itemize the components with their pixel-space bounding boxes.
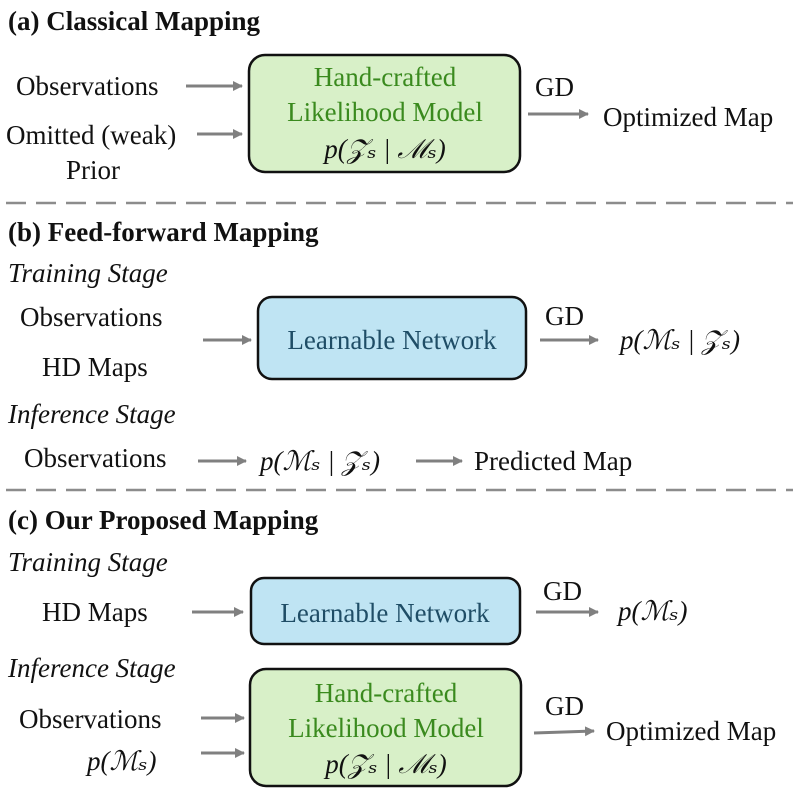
section-a-box-formula: p(𝒵ₛ | ℳₛ)	[322, 134, 445, 164]
section-a-observations: Observations	[16, 71, 158, 101]
section-c-box-line1: Hand-crafted	[315, 678, 458, 708]
section-a-likelihood-box	[247, 53, 522, 174]
section-a-prior-line2: Prior	[66, 155, 120, 185]
section-b-network-box	[256, 295, 528, 381]
section-c-box-label: Learnable Network	[280, 598, 490, 628]
section-c-likelihood-box	[248, 667, 523, 788]
section-c-hdmaps: HD Maps	[42, 597, 148, 627]
section-c-inf-output: Optimized Map	[606, 716, 776, 746]
section-c-inf-gd-label: GD	[545, 691, 584, 721]
section-c-title: (c) Our Proposed Mapping	[8, 505, 319, 535]
section-c-training-label: Training Stage	[8, 547, 168, 577]
section-b-hdmaps: HD Maps	[42, 352, 148, 382]
section-b-title: (b) Feed-forward Mapping	[8, 217, 319, 247]
section-b-gd-label: GD	[545, 301, 584, 331]
section-b-inference-label: Inference Stage	[7, 399, 176, 429]
section-a-gd-label: GD	[535, 72, 574, 102]
section-b-observations: Observations	[20, 302, 162, 332]
section-c-gd-label: GD	[543, 576, 582, 606]
section-b-inf-output: Predicted Map	[474, 446, 632, 476]
section-b-training-label: Training Stage	[8, 258, 168, 288]
section-b-box-label: Learnable Network	[287, 325, 497, 355]
section-c-inf-arrow-gd	[533, 726, 595, 737]
section-b-inf-observations: Observations	[24, 443, 166, 473]
section-a-box-line2: Likelihood Model	[287, 97, 483, 127]
section-a-output: Optimized Map	[603, 102, 773, 132]
section-c-inf-observations: Observations	[19, 704, 161, 734]
section-c-inf-prior: p(ℳₛ)	[85, 746, 156, 776]
section-c-box-formula: p(𝒵ₛ | ℳₛ)	[323, 749, 446, 779]
section-c-box-line2: Likelihood Model	[288, 713, 484, 743]
section-c-output-formula: p(ℳₛ)	[616, 596, 687, 626]
section-a-box-line1: Hand-crafted	[314, 62, 457, 92]
section-a-title: (a) Classical Mapping	[8, 6, 261, 36]
section-b-output-formula: p(ℳₛ | 𝒵ₛ)	[618, 325, 740, 355]
section-b-inf-formula: p(ℳₛ | 𝒵ₛ)	[258, 446, 380, 476]
section-c-inference-label: Inference Stage	[7, 653, 176, 683]
section-c-network-box	[249, 576, 522, 646]
section-a-prior-line1: Omitted (weak)	[6, 120, 176, 150]
